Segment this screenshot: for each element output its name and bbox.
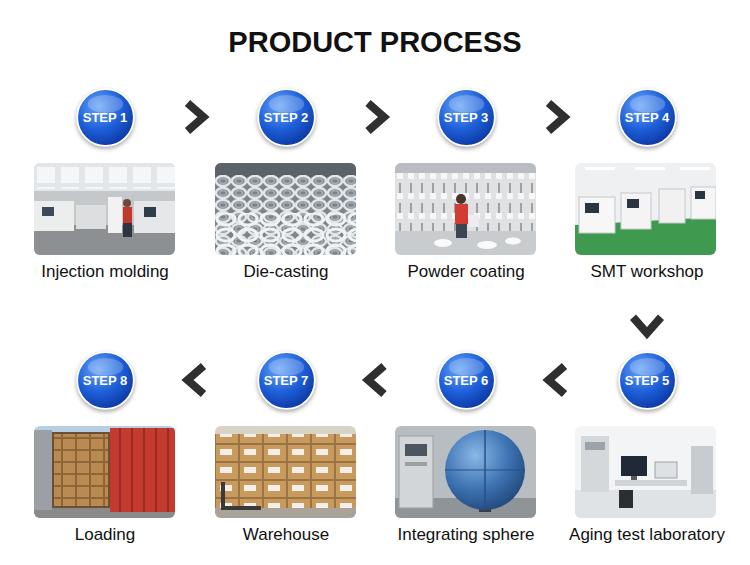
process-label: Integrating sphere [397,525,534,545]
flow-connector [135,103,257,131]
connector-route [647,117,738,351]
flow-connector [135,366,257,394]
connector-route [316,116,437,118]
step-circle-fill [77,89,134,146]
step-circle-fill [77,352,134,409]
process-label: SMT workshop [590,262,703,282]
chevron-arrow [368,366,384,394]
process-label: Die-casting [243,262,328,282]
process-photo-box: Integrating sphere [396,426,537,518]
step-circle-fill [258,89,315,146]
chevron-arrow [188,103,204,131]
step-circle: STEP 3 [437,88,496,147]
connector-route [316,379,437,381]
flow-connector [316,103,437,131]
step-label: STEP 3 [444,110,489,125]
coating-line-photo [395,163,536,255]
process-photo-box: SMT workshop [577,163,718,255]
process-photo-box: Injection molding [35,163,176,255]
step-label: STEP 8 [83,373,128,388]
flow-connector [496,103,618,131]
step-circle-fill [258,352,315,409]
connector-route [135,379,257,381]
step-label: STEP 7 [264,373,309,388]
loading-photo [34,426,175,518]
step-label: STEP 5 [625,373,670,388]
flow-connector [633,117,738,351]
step-circle-fill [619,352,676,409]
step-label: STEP 6 [444,373,489,388]
step-circle: STEP 7 [257,351,316,410]
lab-photo [575,426,716,518]
process-photo-box: Loading [35,426,176,518]
process-photo-box: Aging test laboratory [577,426,718,518]
step-label: STEP 2 [264,110,309,125]
sphere-photo [395,426,536,518]
step-circle: STEP 4 [618,88,677,147]
chevron-arrow [633,317,661,333]
smt-photo [575,163,716,255]
process-label: Injection molding [41,262,169,282]
process-photo-box: Warehouse [216,426,357,518]
chevron-arrow [549,103,565,131]
parts-photo [215,163,356,255]
chevron-arrow [188,366,204,394]
connector-route [496,379,618,381]
step-circle: STEP 2 [257,88,316,147]
chevron-arrow [368,103,384,131]
process-label: Loading [75,525,136,545]
connector-route [496,116,618,118]
process-label: Aging test laboratory [569,525,725,545]
step-circle-fill [619,89,676,146]
connector-route [135,116,257,118]
page-title: PRODUCT PROCESS [0,24,750,60]
warehouse-photo [215,426,356,518]
step-circle: STEP 1 [76,88,135,147]
step-label: STEP 1 [83,110,128,125]
factory-photo [34,163,175,255]
process-label: Warehouse [243,525,329,545]
flow-connector [316,366,437,394]
process-label: Powder coating [407,262,524,282]
step-circle: STEP 6 [437,351,496,410]
step-circle: STEP 5 [618,351,677,410]
step-label: STEP 4 [625,110,670,125]
step-circle-fill [438,352,495,409]
flow-connector [496,366,618,394]
chevron-arrow [549,366,565,394]
process-photo-box: Powder coating [396,163,537,255]
process-photo-box: Die-casting [216,163,357,255]
step-circle: STEP 8 [76,351,135,410]
step-circle-fill [438,89,495,146]
